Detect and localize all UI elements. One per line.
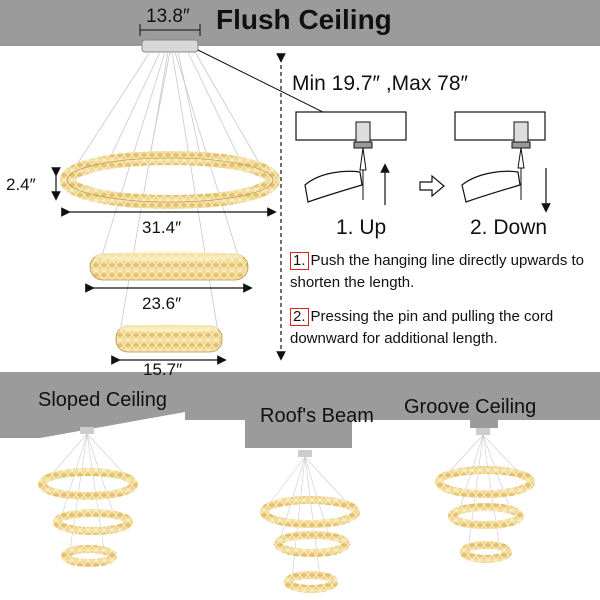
groove-chandelier [435,428,535,563]
large-ring-diameter-label: 31.4″ [142,218,182,237]
instruction-2-text: Pressing the pin and pulling the cord do… [290,308,554,347]
transition-arrow [419,174,445,198]
small-ring-diameter-label: 15.7″ [143,360,183,379]
sloped-chandelier [38,427,138,567]
beam-ceiling [185,372,600,448]
step-down-label: 2. Down [470,216,548,239]
sloped-ceiling-label: Sloped Ceiling [38,389,167,411]
length-range-label: Min 19.7″ ,Max 78″ [292,72,468,95]
instruction-1-text: Push the hanging line directly upwards t… [290,252,585,291]
up-step-illustration [295,111,407,205]
medium-ring [89,251,249,281]
canopy-width-label: 13.8″ [146,6,190,27]
beam-chandelier [260,450,360,593]
instruction-1-number: 1. [290,252,309,270]
instruction-1: 1.Push the hanging line directly upwards… [290,250,590,294]
instruction-2: 2.Pressing the pin and pulling the cord … [290,306,590,350]
beam-ceiling-label: Roof's Beam [260,405,374,427]
flush-ceiling-band [0,0,600,46]
down-step-illustration [454,111,551,213]
groove-ceiling-label: Groove Ceiling [404,396,537,418]
ring-height-label: 2.4″ [6,175,36,194]
page-title: Flush Ceiling [216,4,392,35]
instruction-2-number: 2. [290,308,309,326]
step-up-label: 1. Up [336,216,387,239]
medium-ring-diameter-label: 23.6″ [142,294,182,313]
large-ring [60,151,280,209]
sloped-ceiling [0,372,185,438]
small-ring [115,324,223,353]
